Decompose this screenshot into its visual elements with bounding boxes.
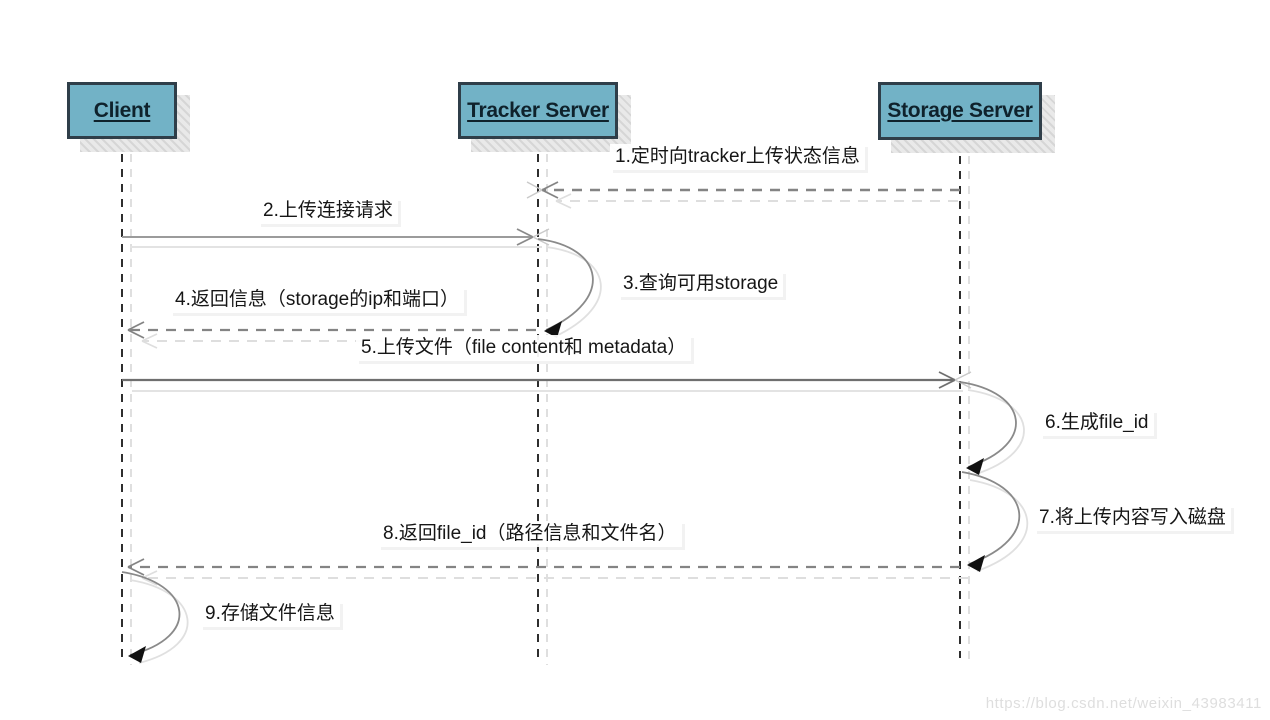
actor-client-label: Client — [93, 98, 151, 122]
message-8-arrow — [127, 558, 968, 586]
actor-storage-label: Storage Server — [887, 99, 1033, 122]
loop-9-arrowhead — [128, 646, 146, 663]
actor-storage-server: Storage Server — [878, 82, 1042, 140]
message-7-self-loop — [961, 471, 1029, 572]
message-label-2: 2.上传连接请求 — [258, 198, 398, 224]
message-2-arrow — [122, 228, 550, 248]
message-3-self-loop — [537, 238, 602, 338]
actor-tracker-server: Tracker Server — [458, 82, 618, 139]
message-label-7: 7.将上传内容写入磁盘 — [1034, 505, 1231, 531]
message-label-5: 5.上传文件（file content和 metadata） — [356, 335, 692, 361]
message-label-1: 1.定时向tracker上传状态信息 — [610, 144, 865, 170]
loop-7-arrowhead — [967, 555, 985, 572]
message-label-8: 8.返回file_id（路径信息和文件名） — [378, 521, 682, 547]
loop-3-arrowhead — [544, 321, 562, 338]
message-label-3: 3.查询可用storage — [618, 271, 784, 297]
message-label-6: 6.生成file_id — [1040, 410, 1154, 436]
message-6-self-loop — [959, 381, 1025, 475]
message-label-9: 9.存储文件信息 — [200, 601, 340, 627]
actor-tracker-label: Tracker Server — [467, 98, 609, 122]
lifeline-echoes — [130, 139, 970, 665]
message-4-arrow — [127, 321, 545, 349]
watermark-url: https://blog.csdn.net/weixin_43983411 — [985, 695, 1262, 712]
lifelines — [121, 139, 961, 658]
message-9-self-loop — [121, 571, 189, 664]
message-5-arrow — [122, 371, 972, 392]
message-label-4: 4.返回信息（storage的ip和端口） — [170, 287, 465, 313]
actor-client: Client — [67, 82, 177, 139]
message-1-arrow — [526, 181, 960, 209]
loop-6-arrowhead — [966, 458, 984, 475]
